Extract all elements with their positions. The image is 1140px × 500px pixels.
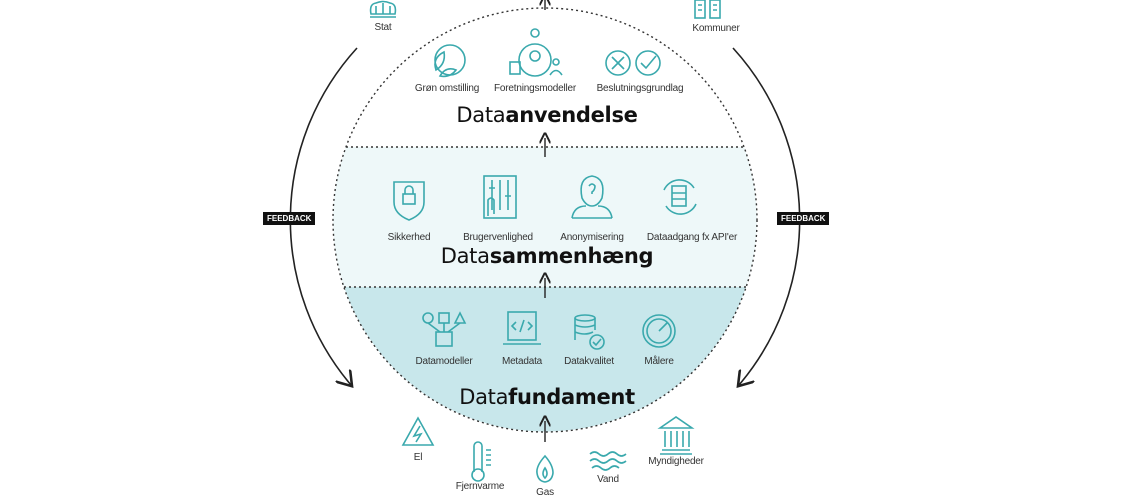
item-label: Anonymisering bbox=[560, 232, 624, 243]
item-label: Brugervenlighed bbox=[463, 232, 533, 243]
band-datafundament bbox=[344, 287, 746, 432]
layer-circle bbox=[332, 7, 758, 433]
stakeholder-stat-label: Stat bbox=[374, 22, 392, 33]
title-prefix: Data bbox=[459, 385, 509, 409]
layer-title-dataanvendelse: Dataanvendelse bbox=[456, 103, 637, 127]
title-bold: fundament bbox=[508, 385, 635, 409]
item-label: Beslutningsgrundlag bbox=[596, 83, 684, 94]
flame-icon bbox=[536, 454, 554, 483]
data-sync-icon bbox=[663, 179, 697, 215]
layer-title-datafundament: Datafundament bbox=[459, 385, 635, 409]
feedback-label-right: FEEDBACK bbox=[777, 212, 830, 225]
touch-sliders-icon bbox=[483, 175, 517, 219]
source-label: Myndigheder bbox=[648, 456, 704, 467]
band-datasammenhaeng bbox=[333, 147, 757, 287]
stakeholder-kommuner-label: Kommuner bbox=[692, 23, 740, 34]
item-label: Foretningsmodeller bbox=[494, 83, 576, 94]
title-prefix: Data bbox=[456, 103, 506, 127]
shield-lock-icon bbox=[393, 181, 425, 221]
item-label: Metadata bbox=[501, 356, 543, 367]
business-model-icon bbox=[509, 28, 563, 77]
source-label: Gas bbox=[536, 487, 554, 498]
feedback-label-left: FEEDBACK bbox=[263, 212, 316, 225]
thermometer-icon bbox=[471, 441, 491, 482]
layer-title-datasammenhaeng: Datasammenhæng bbox=[441, 244, 654, 268]
source-label: Fjernvarme bbox=[455, 481, 505, 492]
title-prefix: Data bbox=[440, 244, 490, 268]
crown-icon bbox=[369, 0, 397, 18]
electricity-icon bbox=[401, 416, 435, 446]
data-model-icon bbox=[422, 311, 467, 347]
item-label: Sikkerhed bbox=[387, 232, 431, 243]
item-label: Datakvalitet bbox=[564, 356, 614, 367]
database-check-icon bbox=[574, 314, 605, 350]
source-label: Vand bbox=[597, 474, 619, 485]
item-label: Grøn omstilling bbox=[414, 83, 480, 94]
anonymous-person-icon bbox=[571, 175, 613, 219]
globe-leaf-icon bbox=[434, 44, 466, 78]
gauge-icon bbox=[642, 314, 676, 348]
institution-icon bbox=[657, 416, 695, 455]
water-icon bbox=[589, 451, 627, 471]
item-label: Målere bbox=[644, 356, 674, 367]
title-bold: anvendelse bbox=[505, 103, 638, 127]
laptop-code-icon bbox=[503, 311, 541, 345]
decision-icon bbox=[605, 50, 661, 76]
item-label: Dataadgang fx API'er bbox=[646, 232, 738, 243]
buildings-icon bbox=[694, 0, 721, 19]
source-label: El bbox=[413, 452, 423, 463]
item-label: Datamodeller bbox=[415, 356, 473, 367]
title-bold: sammenhæng bbox=[489, 244, 654, 268]
